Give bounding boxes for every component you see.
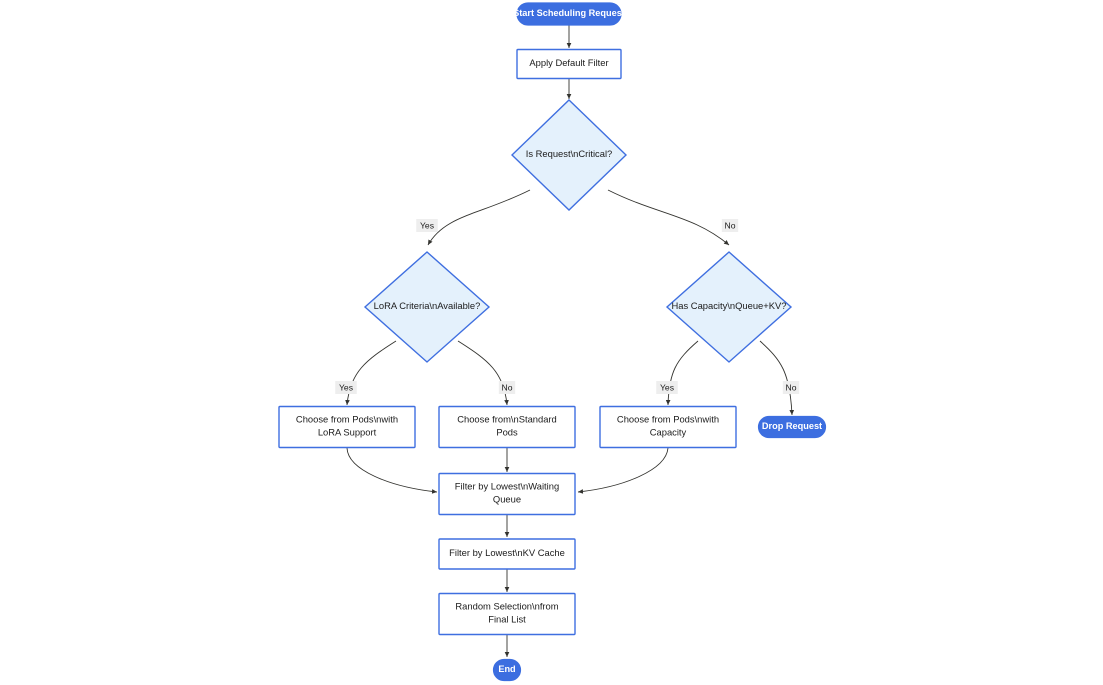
flow-node-capacity[interactable]: Has Capacity\nQueue+KV? (665, 251, 793, 363)
node-shape-rect (516, 48, 622, 80)
edge-label-text: No (502, 382, 513, 392)
node-label-lora: LoRA Criteria\nAvailable? (374, 300, 481, 311)
node-label-filter_kv: Filter by Lowest\nKV Cache (449, 547, 565, 558)
node-shape-stadium (516, 2, 622, 26)
node-shape-rect (278, 405, 416, 449)
edge-label-critical-capacity: No (721, 219, 739, 232)
node-shape-stadium (757, 415, 827, 439)
node-label-end: End (498, 664, 515, 674)
node-label-start: Start Scheduling Request (513, 8, 625, 18)
edge-label-text: Yes (420, 220, 434, 230)
edge-label-background (656, 381, 678, 394)
node-shape-rect (438, 472, 576, 516)
flow-node-filter_kv[interactable]: Filter by Lowest\nKV Cache (438, 538, 576, 570)
edge-label-lora-pods_lora: Yes (335, 381, 357, 394)
flow-node-lora[interactable]: LoRA Criteria\nAvailable? (363, 251, 491, 363)
flow-node-drop[interactable]: Drop Request (757, 415, 827, 439)
flow-edge-critical-to-lora (427, 189, 531, 246)
edge-label-text: No (725, 220, 736, 230)
edge-label-background (498, 381, 516, 394)
edge-label-background (335, 381, 357, 394)
edge-label-critical-lora: Yes (416, 219, 438, 232)
edge-label-text: Yes (660, 382, 674, 392)
edge-label-background (782, 381, 800, 394)
flow-edge-capacity-to-pods_cap (665, 340, 699, 406)
edges-layer (345, 25, 795, 658)
node-shape-diamond (363, 251, 491, 363)
flow-edge-lora-to-pods_lora (345, 340, 397, 406)
edge-label-text: No (786, 382, 797, 392)
node-label-drop: Drop Request (762, 421, 822, 431)
flow-node-end[interactable]: End (492, 658, 522, 682)
node-shape-diamond (665, 251, 793, 363)
edge-label-capacity-drop: No (782, 381, 800, 394)
flow-edge-lora-to-pods_std (457, 340, 509, 406)
node-shape-rect (438, 592, 576, 636)
node-label-capacity: Has Capacity\nQueue+KV? (672, 300, 787, 311)
flow-node-start[interactable]: Start Scheduling Request (513, 2, 625, 26)
node-label-critical: Is Request\nCritical? (526, 148, 613, 159)
node-shape-rect (599, 405, 737, 449)
edge-label-background (721, 219, 739, 232)
node-label-apply: Apply Default Filter (529, 57, 608, 68)
flow-node-apply[interactable]: Apply Default Filter (516, 48, 622, 80)
edge-label-text: Yes (339, 382, 353, 392)
node-shape-rect (438, 405, 576, 449)
flow-edge-pods_cap-to-filter_wait (577, 447, 669, 494)
node-shape-rect (438, 538, 576, 570)
node-shape-diamond (510, 99, 628, 211)
flow-edge-critical-to-capacity (607, 189, 730, 246)
node-shape-stadium (492, 658, 522, 682)
flow-node-critical[interactable]: Is Request\nCritical? (510, 99, 628, 211)
edge-label-background (416, 219, 438, 232)
edge-label-capacity-pods_cap: Yes (656, 381, 678, 394)
edge-label-lora-pods_std: No (498, 381, 516, 394)
flow-edge-pods_lora-to-filter_wait (346, 447, 438, 494)
flow-edge-capacity-to-drop (759, 340, 795, 416)
